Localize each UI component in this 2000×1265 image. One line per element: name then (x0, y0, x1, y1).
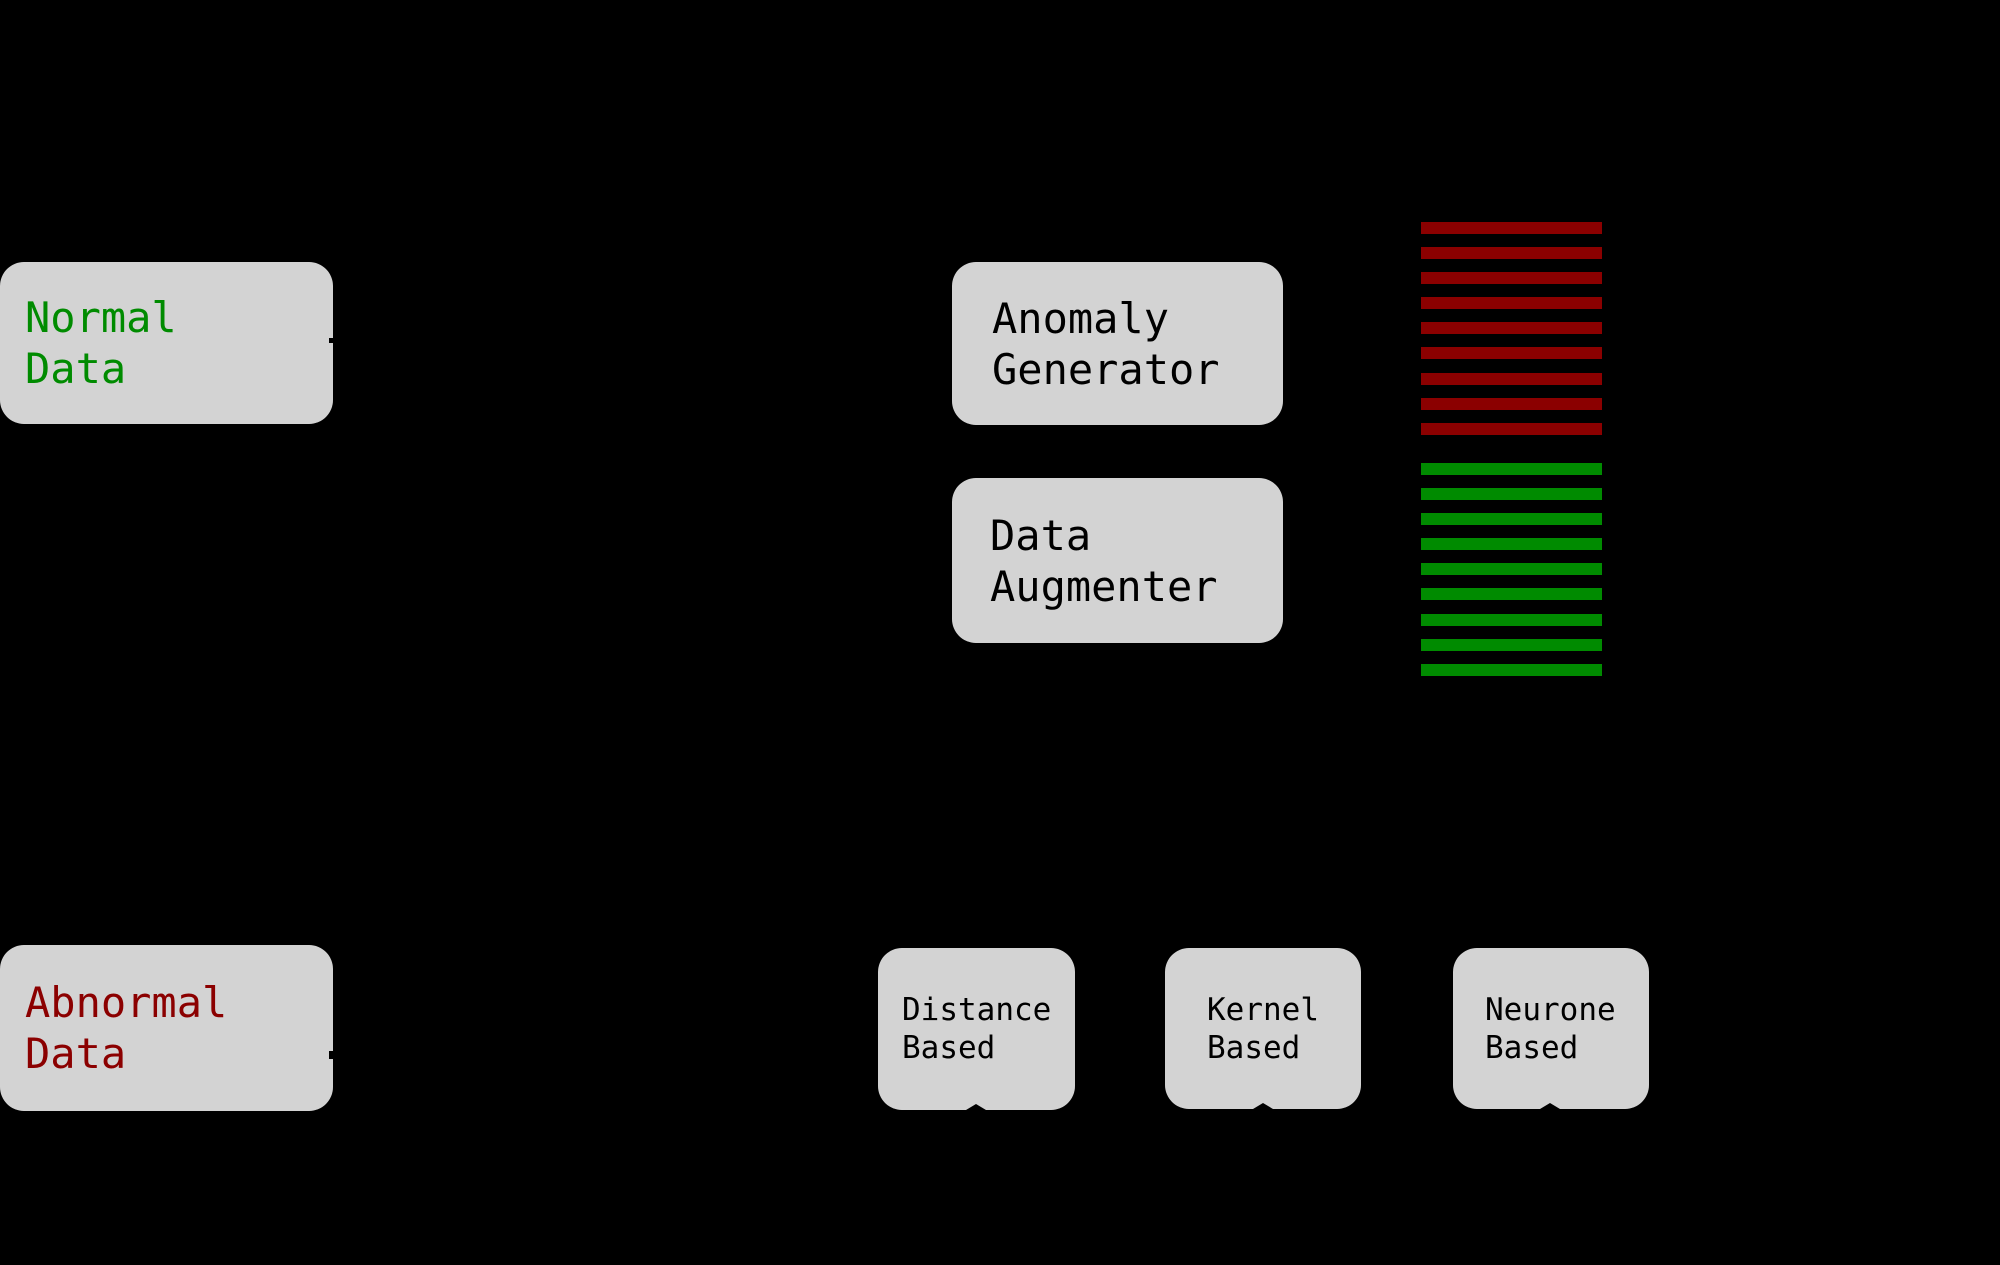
sample-stripe (1421, 588, 1602, 601)
sample-stripe (1421, 347, 1602, 360)
sample-stripe (1421, 272, 1602, 285)
node-label-line: Kernel (1207, 991, 1319, 1028)
node-label-line: Based (902, 1030, 996, 1066)
node-label-line: Data (990, 510, 1092, 560)
node-anomaly-generator: Anomaly Generator (952, 262, 1283, 425)
sample-stripe (1421, 513, 1602, 526)
node-label-line: Distance (902, 992, 1052, 1028)
node-label-line: Data (25, 1029, 127, 1078)
sample-stripe (1421, 222, 1602, 234)
normal-samples-stripe-stack (1421, 463, 1602, 676)
sample-stripe (1421, 538, 1602, 551)
sample-stripe (1421, 638, 1602, 651)
sample-stripe (1421, 372, 1602, 385)
sample-stripe (1421, 463, 1602, 475)
node-label-line: Anomaly (992, 293, 1170, 343)
node-label-line: Normal (25, 293, 177, 342)
sample-stripe (1421, 563, 1602, 576)
node-abnormal-data: Abnormal Data (0, 945, 333, 1111)
node-label-line: Based (1207, 1029, 1301, 1066)
sample-stripe (1421, 322, 1602, 335)
node-neurone-based: Neurone Based (1453, 948, 1649, 1109)
sample-stripe (1421, 613, 1602, 626)
node-label-line: Generator (992, 344, 1220, 394)
sample-stripe (1421, 247, 1602, 260)
arrowhead-notch (1540, 1103, 1560, 1109)
node-label-line: Augmenter (990, 561, 1218, 611)
arrowhead-notch (1253, 1103, 1273, 1109)
node-label-line: Neurone (1485, 991, 1616, 1028)
sample-stripe (1421, 422, 1602, 435)
node-kernel-based: Kernel Based (1165, 948, 1361, 1109)
edge-stub (329, 338, 334, 343)
sample-stripe (1421, 397, 1602, 410)
sample-stripe (1421, 488, 1602, 501)
node-distance-based: Distance Based (878, 948, 1075, 1110)
arrowhead-notch (966, 1104, 986, 1110)
sample-stripe (1421, 297, 1602, 310)
sample-stripe (1421, 663, 1602, 676)
edge-stub (329, 1051, 334, 1059)
node-label-line: Abnormal (25, 978, 228, 1027)
node-normal-data: Normal Data (0, 262, 333, 424)
anomalous-samples-stripe-stack (1421, 222, 1602, 435)
node-label-line: Data (25, 344, 127, 393)
node-label-line: Based (1485, 1029, 1579, 1066)
node-data-augmenter: Data Augmenter (952, 478, 1283, 643)
